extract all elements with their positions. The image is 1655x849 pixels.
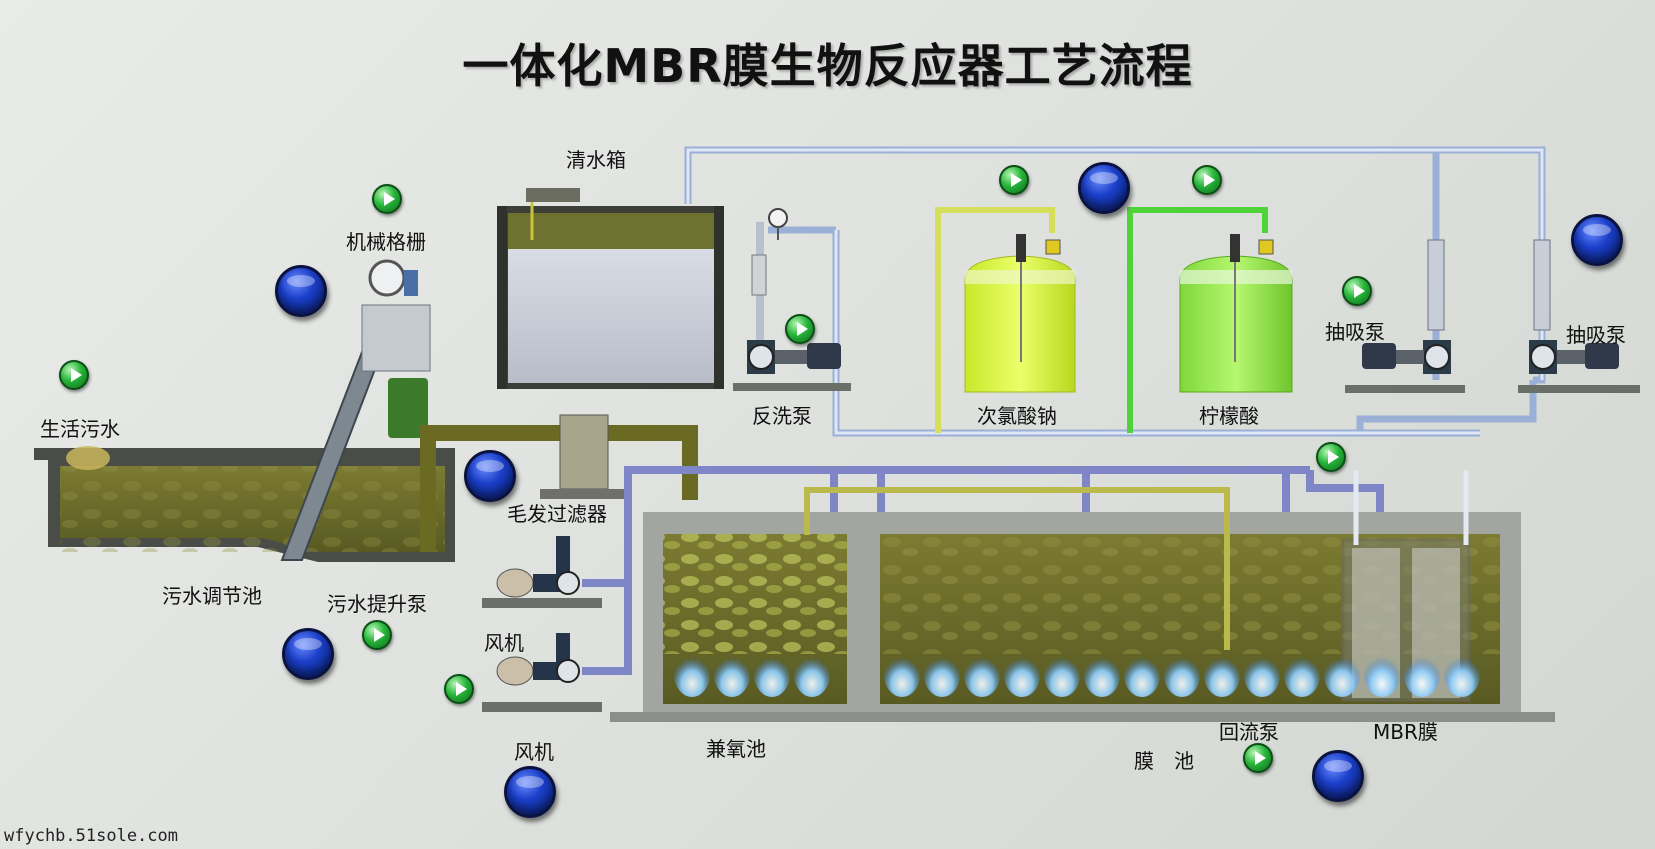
sodium-hypochlorite-tank [964, 234, 1076, 393]
aeration-bubble [884, 653, 920, 697]
start-button-blower[interactable] [444, 674, 474, 704]
start-button-domestic-sewage[interactable] [59, 360, 89, 390]
blower-1 [482, 536, 602, 608]
citric-acid-line [1127, 207, 1268, 433]
label-backwash-pump: 反洗泵 [752, 404, 812, 428]
clear-water-tank [497, 188, 724, 389]
aeration-bubble [794, 653, 830, 697]
aeration-bubble [1124, 653, 1160, 697]
aeration-bubble [754, 653, 790, 697]
label-lift-pump: 污水提升泵 [327, 592, 427, 616]
label-mechanical-screen: 机械格栅 [346, 230, 426, 254]
start-button-suction-pump[interactable] [1342, 276, 1372, 306]
aeration-bubble [1164, 653, 1200, 697]
aeration-bubble [1404, 653, 1440, 697]
label-suction-pump-2: 抽吸泵 [1566, 323, 1626, 347]
start-button-citric-acid[interactable] [1192, 165, 1222, 195]
citric-acid-tank [1179, 234, 1293, 393]
start-button-mechanical-screen[interactable] [372, 184, 402, 214]
label-blower-1: 风机 [484, 631, 524, 655]
suction-pump-2 [1518, 239, 1640, 393]
aeration-bubble [1204, 653, 1240, 697]
aeration-bubble [1364, 653, 1400, 697]
backwash-pump [733, 208, 851, 391]
label-citric-acid: 柠檬酸 [1199, 404, 1259, 428]
aeration-bubbles [674, 653, 1480, 697]
sodium-hypochlorite-line [935, 207, 1055, 433]
knob-control-lift-pump[interactable] [282, 628, 334, 680]
start-button-sodium-hypochlorite[interactable] [999, 165, 1029, 195]
label-clear-water-tank: 清水箱 [566, 148, 626, 172]
knob-control-screen[interactable] [275, 265, 327, 317]
aeration-bubble [1004, 653, 1040, 697]
label-hair-filter: 毛发过滤器 [507, 502, 607, 526]
suction-pump-1 [1345, 239, 1465, 393]
label-blower-2: 风机 [514, 740, 554, 764]
start-button-lift-pump[interactable] [362, 620, 392, 650]
aeration-bubble [924, 653, 960, 697]
aeration-bubble [674, 653, 710, 697]
label-membrane-tank: 膜 池 [1134, 749, 1194, 773]
watermark: wfychb.51sole.com [4, 826, 178, 846]
aeration-bubble [714, 653, 750, 697]
blower-2 [482, 633, 602, 712]
start-button-membrane-tank[interactable] [1316, 442, 1346, 472]
page-title: 一体化MBR膜生物反应器工艺流程 [462, 39, 1193, 93]
knob-control-blower[interactable] [504, 766, 556, 818]
aeration-bubble [1084, 653, 1120, 697]
label-return-pump: 回流泵 [1219, 720, 1279, 744]
label-suction-pump-1: 抽吸泵 [1325, 320, 1385, 344]
knob-control-hair-filter[interactable] [464, 450, 516, 502]
label-sodium-hypochlorite: 次氯酸钠 [977, 404, 1057, 428]
label-anoxic-tank: 兼氧池 [706, 737, 766, 761]
label-mbr-membrane: MBR膜 [1373, 720, 1438, 744]
label-equalization-tank: 污水调节池 [162, 584, 262, 608]
equalization-tank [34, 446, 455, 562]
aeration-bubble [1284, 653, 1320, 697]
aeration-bubble [1444, 653, 1480, 697]
knob-control-dosing[interactable] [1078, 162, 1130, 214]
start-button-return-pump[interactable] [1243, 743, 1273, 773]
mechanical-screen [280, 259, 431, 561]
label-domestic-sewage: 生活污水 [40, 417, 120, 441]
aeration-bubble [964, 653, 1000, 697]
aeration-bubble [1044, 653, 1080, 697]
knob-control-return-pump[interactable] [1312, 750, 1364, 802]
start-button-backwash-pump[interactable] [785, 314, 815, 344]
aeration-bubble [1244, 653, 1280, 697]
aeration-bubble [1324, 653, 1360, 697]
knob-control-suction[interactable] [1571, 214, 1623, 266]
